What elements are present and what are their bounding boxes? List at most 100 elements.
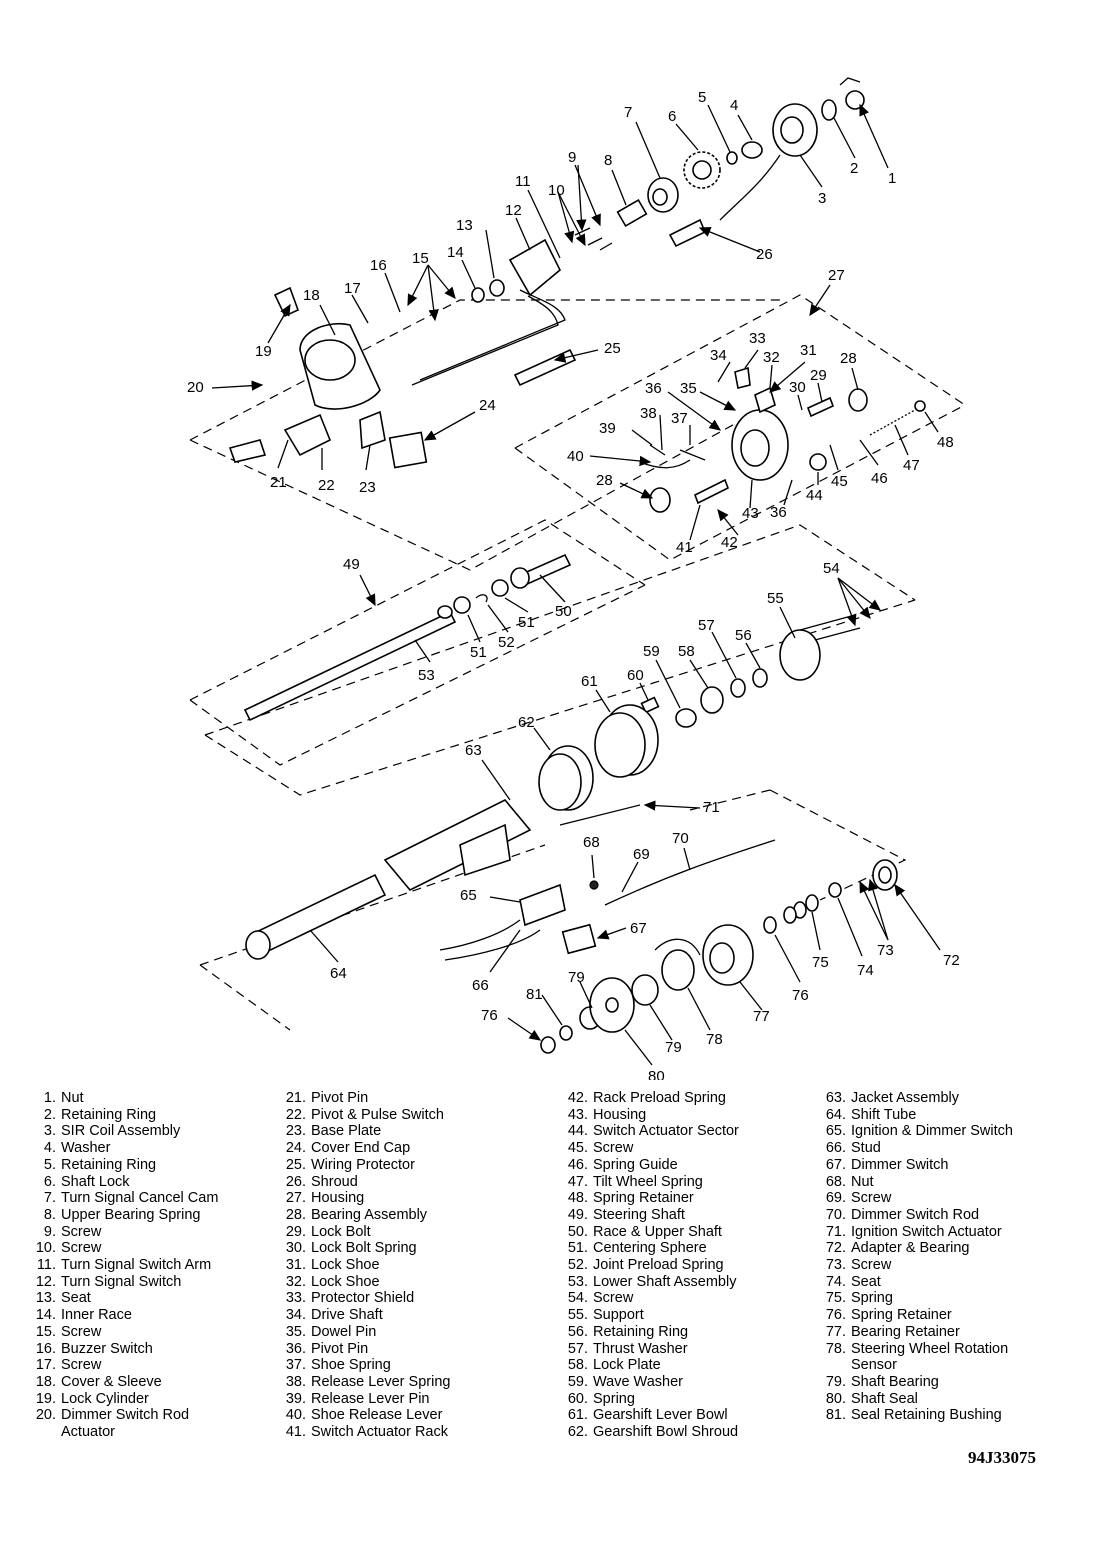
callout-70: 70 bbox=[672, 830, 689, 847]
legend-item-label: Retaining Ring bbox=[593, 1323, 689, 1340]
legend-item-number: 75. bbox=[825, 1290, 846, 1307]
legend-item-number: 16. bbox=[35, 1340, 56, 1357]
callout-72: 72 bbox=[943, 952, 960, 969]
legend-item-number: 45. bbox=[567, 1140, 588, 1157]
legend-item-number: 27. bbox=[285, 1190, 306, 1207]
legend-item: 38.Release Lever Spring bbox=[278, 1374, 451, 1391]
callout-42: 42 bbox=[721, 534, 738, 551]
legend-item-number: 32. bbox=[285, 1273, 306, 1290]
callout-57: 57 bbox=[698, 617, 715, 634]
callout-67: 67 bbox=[630, 920, 647, 937]
legend-item: 24.Cover End Cap bbox=[278, 1140, 450, 1157]
callout-48: 48 bbox=[937, 434, 954, 451]
legend-item-label: Pivot & Pulse Switch bbox=[311, 1106, 444, 1123]
legend-item-label: Steering Wheel Rotation bbox=[851, 1340, 1009, 1357]
callout-37: 37 bbox=[671, 410, 688, 427]
callout-69: 69 bbox=[633, 846, 650, 863]
legend-item: 81. Seal Retaining Bushing bbox=[818, 1407, 1013, 1424]
legend-item-number: 81. bbox=[825, 1407, 846, 1424]
callout-labels: 1 2 3 4 5 6 7 8 9 10 11 12 13 14 15 16 1… bbox=[187, 89, 960, 1080]
legend-item: 35.Dowel Pin bbox=[278, 1324, 450, 1341]
callout-50: 50 bbox=[555, 603, 572, 620]
screws-9-10-part bbox=[574, 227, 613, 251]
callout-65: 65 bbox=[460, 887, 477, 904]
legend-item: 47.Tilt Wheel Spring bbox=[560, 1174, 739, 1191]
legend-item-label: Base Plate bbox=[311, 1123, 382, 1140]
seat-spring-74-75-part bbox=[783, 882, 842, 924]
legend-item: 10.Screw bbox=[28, 1240, 218, 1257]
legend-item-label: Buzzer Switch bbox=[61, 1340, 153, 1357]
nut-part bbox=[839, 77, 865, 110]
legend-item-number: 59. bbox=[567, 1373, 588, 1390]
legend-item-label: Lock Plate bbox=[593, 1357, 661, 1374]
legend-item: 36.Pivot Pin bbox=[278, 1341, 450, 1358]
bearing-retainer-part bbox=[702, 924, 754, 986]
legend-item: 5.Retaining Ring bbox=[28, 1157, 218, 1174]
legend-item-number: 18. bbox=[35, 1373, 56, 1390]
legend-item: 21.Pivot Pin bbox=[278, 1090, 450, 1107]
legend-item-number: 54. bbox=[567, 1290, 588, 1307]
callout-60: 60 bbox=[627, 667, 644, 684]
legend-item-number: 63. bbox=[825, 1090, 846, 1106]
legend-item: 76.Spring Retainer bbox=[818, 1307, 1013, 1324]
legend-item-number: 14. bbox=[35, 1307, 56, 1324]
legend-item-label: Ignition & Dimmer Switch bbox=[851, 1123, 1013, 1140]
legend-item: 59.Wave Washer bbox=[560, 1374, 739, 1391]
legend-item-label: Switch Actuator Rack bbox=[311, 1424, 448, 1441]
legend-item-label: Seal Retaining Bushing bbox=[851, 1407, 1002, 1424]
legend-item-label: Bearing Assembly bbox=[311, 1206, 428, 1223]
legend-item-label: Retaining Ring bbox=[61, 1106, 157, 1123]
legend-item-label: Tilt Wheel Spring bbox=[593, 1173, 703, 1190]
legend-item-number: 62. bbox=[567, 1424, 588, 1441]
legend-item: 62.Gearshift Bowl Shroud bbox=[560, 1424, 739, 1441]
legend-item: 54.Screw bbox=[560, 1290, 739, 1307]
callout-74: 74 bbox=[857, 962, 874, 979]
callout-45: 45 bbox=[831, 473, 848, 490]
legend-item: 75.Spring bbox=[818, 1290, 1013, 1307]
callout-8: 8 bbox=[604, 152, 612, 169]
legend-item: 72.Adapter & Bearing bbox=[818, 1240, 1013, 1257]
legend-item: 28.Bearing Assembly bbox=[278, 1207, 450, 1224]
legend-item-number: 34. bbox=[285, 1307, 306, 1324]
dimmer-switch-rod-part bbox=[604, 839, 776, 906]
legend-item-label: Dimmer Switch bbox=[851, 1156, 949, 1173]
legend-item-number: 5. bbox=[43, 1156, 56, 1173]
legend-item-label: Lock Bolt bbox=[311, 1223, 371, 1240]
callout-28a: 28 bbox=[840, 350, 857, 367]
callout-26: 26 bbox=[756, 246, 773, 263]
legend-item: 74.Seat bbox=[818, 1274, 1013, 1291]
callout-47: 47 bbox=[903, 457, 920, 474]
callout-58: 58 bbox=[678, 643, 695, 660]
legend-item-label: Spring bbox=[593, 1390, 635, 1407]
legend-item-number: 39. bbox=[285, 1390, 306, 1407]
callout-14: 14 bbox=[447, 244, 464, 261]
bearing-assembly-part bbox=[649, 388, 868, 513]
legend-item-number: 3. bbox=[43, 1123, 56, 1140]
callout-81: 81 bbox=[526, 986, 543, 1003]
retaining-ring-thrust-washer-part bbox=[730, 668, 768, 698]
legend-item-number: 19. bbox=[35, 1390, 56, 1407]
legend-item-label: Dimmer Switch Rod bbox=[851, 1206, 980, 1223]
legend-item-label: Shaft Lock bbox=[61, 1173, 130, 1190]
legend-item: 61.Gearshift Lever Bowl bbox=[560, 1407, 739, 1424]
legend-item-number: 52. bbox=[567, 1257, 588, 1274]
gearshift-lever-bowl-part bbox=[594, 704, 659, 778]
legend-item-number: 25. bbox=[285, 1156, 306, 1173]
legend-item: 19.Lock Cylinder bbox=[28, 1391, 218, 1408]
legend-item: 70.Dimmer Switch Rod bbox=[818, 1207, 1013, 1224]
legend-item: 12.Turn Signal Switch bbox=[28, 1274, 218, 1291]
legend-item-label: Gearshift Lever Bowl bbox=[593, 1407, 728, 1424]
legend-item-number: 55. bbox=[567, 1307, 588, 1324]
base-plate-part bbox=[359, 410, 386, 450]
legend-item-number: 74. bbox=[825, 1273, 846, 1290]
callout-31: 31 bbox=[800, 342, 817, 359]
callout-41: 41 bbox=[676, 539, 693, 556]
tilt-wheel-spring-part bbox=[869, 400, 926, 436]
callout-4: 4 bbox=[730, 97, 738, 114]
legend-item-label: Screw bbox=[61, 1323, 102, 1340]
shroud-part bbox=[668, 218, 707, 248]
legend-item-label: Spring Retainer bbox=[851, 1307, 952, 1324]
callout-10: 10 bbox=[548, 182, 565, 199]
leader-lines bbox=[211, 103, 941, 1066]
